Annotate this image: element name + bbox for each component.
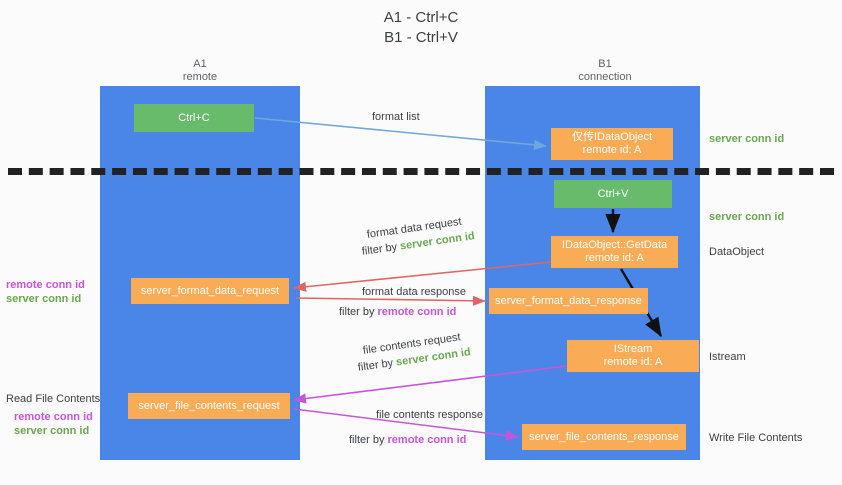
- label-remote-conn-id-lower: remote conn id: [14, 411, 93, 423]
- node-ctrl-c[interactable]: Ctrl+C: [134, 104, 254, 132]
- label-read-file-contents: Read File Contents: [6, 393, 101, 405]
- node-server-format-data-request[interactable]: server_format_data_request: [131, 278, 289, 304]
- node-server-file-contents-request[interactable]: server_file_contents_request: [128, 393, 290, 419]
- flow-label-format-data-response-filter: filter by remote conn id: [339, 305, 456, 320]
- label-server-conn-id-mid: server conn id: [709, 211, 785, 223]
- column-header-a1: A1 remote: [140, 58, 260, 84]
- filter-prefix: filter by: [349, 434, 388, 446]
- filter-value-remote-conn-id: remote conn id: [377, 306, 457, 318]
- node-istream-line2: remote id: A: [603, 356, 663, 368]
- flow-label-format-data-response: format data response: [362, 286, 466, 298]
- flow-label-format-list: format list: [372, 111, 420, 123]
- node-idataobject-line2: remote id: A: [582, 144, 642, 156]
- flow-label-file-contents-response: file contents response: [376, 409, 484, 421]
- column-header-b1-name: B1: [598, 58, 612, 70]
- node-server-format-data-request-label: server_format_data_request: [140, 284, 280, 297]
- node-idataobject-getdata[interactable]: IDataObject::GetData remote id: A: [551, 236, 678, 268]
- label-server-conn-id-lower: server conn id: [14, 425, 90, 437]
- node-getdata-line2: remote id: A: [585, 252, 644, 264]
- column-header-b1: B1 connection: [540, 58, 670, 84]
- node-server-file-contents-request-label: server_file_contents_request: [138, 399, 280, 412]
- column-header-a1-name: A1: [193, 58, 207, 70]
- node-ctrl-v[interactable]: Ctrl+V: [554, 180, 672, 208]
- node-idataobject[interactable]: 仅传IDataObject remote id: A: [551, 128, 673, 160]
- node-ctrl-v-label: Ctrl+V: [597, 187, 629, 200]
- node-getdata-line1: IDataObject::GetData: [561, 239, 668, 251]
- label-conn-ids-upper: remote conn id server conn id: [6, 278, 85, 306]
- title-line-2: B1 - Ctrl+V: [384, 29, 458, 46]
- node-server-file-contents-response-label: server_file_contents_response: [529, 430, 679, 443]
- label-conn-ids-lower: remote conn id server conn id: [14, 410, 93, 438]
- filter-prefix: filter by: [361, 240, 401, 258]
- label-remote-conn-id-upper: remote conn id: [6, 279, 85, 291]
- label-server-conn-id-top: server conn id: [709, 133, 785, 145]
- node-istream[interactable]: IStream remote id: A: [567, 340, 699, 372]
- filter-prefix: filter by: [357, 356, 397, 374]
- page-title: A1 - Ctrl+C B1 - Ctrl+V: [0, 8, 842, 48]
- label-server-conn-id-upper: server conn id: [6, 293, 82, 305]
- node-server-format-data-response-label: server_format_data_response: [495, 294, 642, 307]
- phase-divider: [8, 168, 834, 175]
- title-line-1: A1 - Ctrl+C: [383, 9, 459, 26]
- node-server-format-data-response[interactable]: server_format_data_response: [489, 288, 648, 314]
- label-write-file-contents: Write File Contents: [709, 432, 803, 444]
- node-server-file-contents-response[interactable]: server_file_contents_response: [522, 424, 686, 450]
- node-ctrl-c-label: Ctrl+C: [178, 111, 210, 124]
- node-istream-line1: IStream: [613, 343, 653, 355]
- column-header-a1-role: remote: [182, 71, 218, 83]
- label-dataobject: DataObject: [709, 246, 765, 258]
- filter-value-remote-conn-id: remote conn id: [387, 434, 467, 446]
- flow-label-file-contents-response-filter: filter by remote conn id: [349, 433, 466, 448]
- node-idataobject-line1: 仅传IDataObject: [571, 131, 653, 143]
- label-istream: Istream: [709, 351, 746, 363]
- filter-prefix: filter by: [339, 306, 378, 318]
- column-header-b1-role: connection: [578, 71, 632, 83]
